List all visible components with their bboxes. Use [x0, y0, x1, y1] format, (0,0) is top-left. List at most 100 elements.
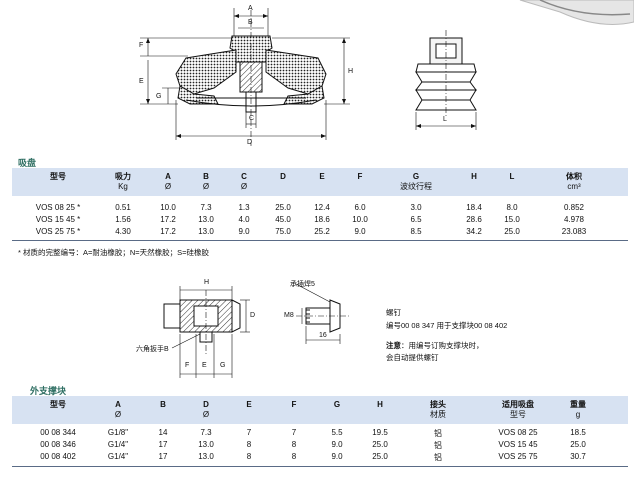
table-cell: 7 [246, 428, 252, 437]
column-header-sub: cm³ [567, 182, 581, 191]
column-header: H [471, 172, 477, 181]
column-header: 体积 [566, 172, 582, 181]
table-cell: 8 [291, 440, 297, 449]
dim-label-h: H [348, 68, 354, 75]
column-header: 适用吸盘 [502, 400, 534, 409]
table1-bottom-rule [12, 240, 628, 241]
table-cell: 9.0 [331, 452, 343, 461]
table2-bottom-rule [12, 466, 628, 467]
column-header-sub: g [575, 410, 581, 419]
table-cell: 14 [158, 428, 168, 437]
table-cell: 45.0 [275, 215, 291, 224]
table-cell: VOS 25 75 * [35, 227, 81, 236]
column-header: G [412, 172, 420, 181]
suction-cup-section-drawing [140, 0, 634, 146]
screw-code-line: 编号00 08 347 用于支撑块00 08 402 [386, 321, 508, 330]
table-cell: 9.0 [354, 227, 366, 236]
dim-label-l: L [443, 116, 447, 123]
column-header: 型号 [50, 400, 66, 409]
column-header: B [203, 172, 209, 181]
table1-header-band [12, 168, 628, 196]
table-cell: 1.56 [115, 215, 131, 224]
table-cell: 13.0 [198, 452, 214, 461]
column-header: F [291, 400, 297, 409]
table-cell: 30.7 [570, 452, 586, 461]
dim-label-d: D [247, 139, 253, 146]
block-dim-d: D [250, 312, 256, 319]
table-cell: 7.3 [200, 203, 212, 212]
table-cell: 25.0 [570, 440, 586, 449]
table-cell: 15.0 [504, 215, 520, 224]
screw-m8-label: M8 [284, 312, 294, 319]
table-cell: 25.0 [372, 452, 388, 461]
table-cell: 25.0 [275, 203, 291, 212]
table-cell: VOS 08 25 [498, 428, 538, 437]
table-cell: 8 [246, 440, 252, 449]
table-cell: 10.0 [352, 215, 368, 224]
column-header-sub: Ø [240, 182, 248, 191]
column-header: D [203, 400, 209, 409]
table-cell: 13.0 [198, 215, 214, 224]
table-cell: 4.0 [238, 215, 250, 224]
table-cell: 9.0 [331, 440, 343, 449]
table-cell: 6.5 [410, 215, 422, 224]
column-header-sub: 波纹行程 [400, 182, 432, 191]
table-cell: 00 08 344 [40, 428, 76, 437]
dim-label-c: C [249, 115, 255, 122]
table-cell: 5.5 [331, 428, 343, 437]
column-header: H [377, 400, 383, 409]
table-cell: 25.2 [314, 227, 330, 236]
dim-label-g: G [156, 93, 162, 100]
table-cell: 34.2 [466, 227, 482, 236]
table-cell: 25.0 [372, 440, 388, 449]
table-cell: 18.5 [570, 428, 586, 437]
column-header: A [165, 172, 171, 181]
table-cell: 10.0 [160, 203, 176, 212]
table-cell: 6.0 [354, 203, 366, 212]
table-cell: G1/4" [107, 440, 129, 449]
table-cell: 13.0 [198, 227, 214, 236]
column-header: F [357, 172, 363, 181]
table-cell: 13.0 [198, 440, 214, 449]
table-cell: 铝 [434, 441, 442, 450]
table-cell: VOS 15 45 [498, 440, 538, 449]
screw-note-text: ：用编号订购支撑块时， [401, 341, 484, 350]
table-cell: VOS 25 75 [498, 452, 538, 461]
column-header: B [160, 400, 166, 409]
table-cell: 8 [246, 452, 252, 461]
column-header-sub: Ø [202, 182, 210, 191]
table-cell: 7 [291, 428, 297, 437]
table-cell: 00 08 402 [40, 452, 76, 461]
column-header-sub: Kg [118, 182, 128, 191]
column-header-sub: Ø [114, 410, 122, 419]
block-dim-f: F [185, 362, 190, 369]
table-cell: 17.2 [160, 215, 176, 224]
table-cell: 3.0 [410, 203, 422, 212]
screw-title: 螺钉 [386, 308, 401, 317]
column-header-sub: 型号 [510, 410, 526, 419]
column-header: G [333, 400, 341, 409]
material-note: * 材质的完整编号：A=耐油橡胶；N=天然橡胶；S=硅橡胶 [18, 248, 210, 257]
dim-label-a: A [248, 5, 253, 12]
table-cell: 1.3 [238, 203, 250, 212]
dim-label-b: B [248, 19, 253, 26]
table-cell: VOS 08 25 * [35, 203, 81, 212]
column-header: E [319, 172, 325, 181]
table-cell: 19.5 [372, 428, 388, 437]
column-header: L [509, 172, 515, 181]
column-header: 接头 [430, 400, 446, 409]
table-cell: 17 [158, 440, 168, 449]
table-cell: 0.51 [115, 203, 131, 212]
table-cell: 铝 [434, 429, 442, 438]
dim-label-e: E [139, 78, 144, 85]
table-cell: 17.2 [160, 227, 176, 236]
table-cell: 0.852 [563, 203, 585, 212]
section-title-support-blocks: 外支撑块 [30, 386, 67, 396]
table-cell: 8 [291, 452, 297, 461]
table2-header-band [12, 396, 628, 424]
hex-wrench-label: 六角扳手B [136, 346, 169, 353]
table-cell: 8.5 [410, 227, 422, 236]
column-header: C [241, 172, 247, 181]
table-cell: 00 08 346 [40, 440, 76, 449]
table-cell: 4.978 [563, 215, 585, 224]
